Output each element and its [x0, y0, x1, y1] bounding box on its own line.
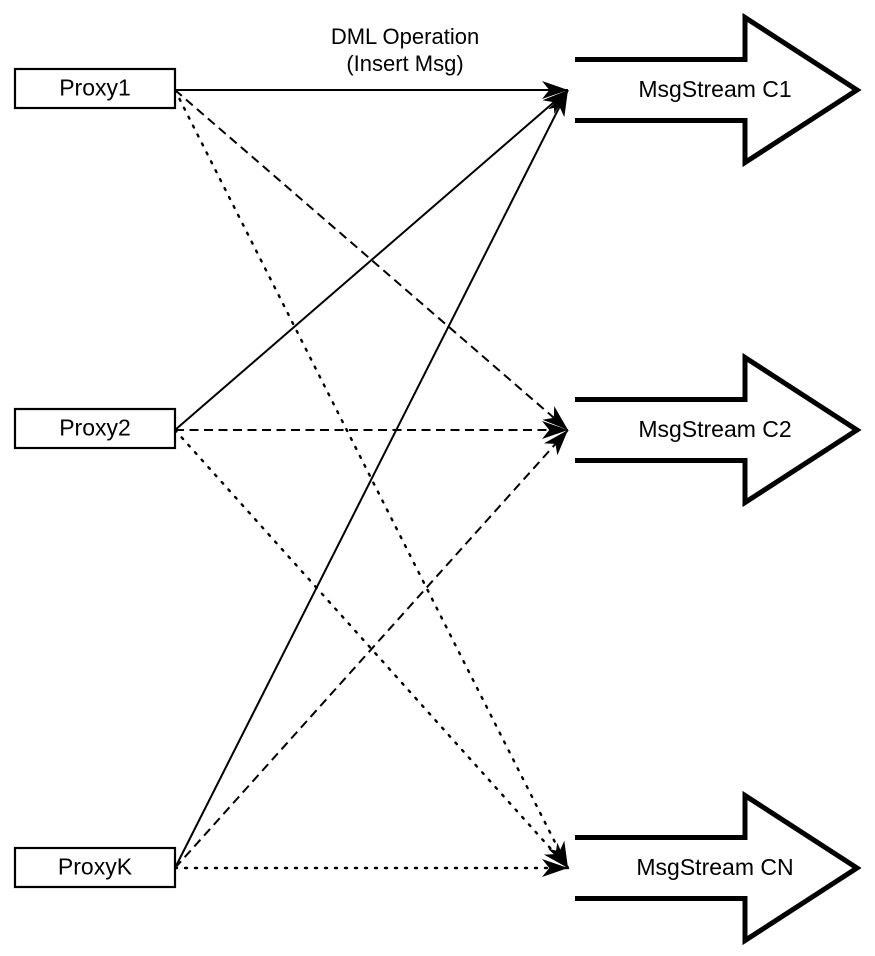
stream-arrow-shape — [575, 352, 862, 508]
stream-arrow-msgstream-c2[interactable]: MsgStream C2 — [575, 352, 862, 508]
proxy-label: Proxy2 — [59, 415, 131, 441]
edge-proxyk-to-msgstream-c1 — [174, 89, 569, 869]
dml-operation-annotation: DML Operation (Insert Msg) — [331, 24, 479, 76]
stream-label: MsgStream C1 — [638, 76, 791, 102]
arrowhead-proxy1-to-msgstream-c1 — [542, 81, 568, 99]
proxy-node-proxyk[interactable]: ProxyK — [13, 846, 177, 889]
arrowhead-proxy2-to-msgstream-c1 — [542, 90, 568, 114]
stream-label: MsgStream CN — [636, 854, 793, 880]
arrowhead-proxyk-to-msgstream-c2 — [543, 430, 568, 456]
arrowhead-proxyk-to-msgstream-c1 — [548, 90, 568, 118]
proxy-box — [13, 846, 177, 889]
edge-proxy2-to-msgstream-cn — [173, 428, 570, 870]
annotation-line-2: (Insert Msg) — [346, 51, 463, 76]
proxy-box — [13, 67, 177, 110]
proxy-node-proxy2[interactable]: Proxy2 — [13, 407, 177, 450]
stream-arrow-msgstream-c1[interactable]: MsgStream C1 — [575, 12, 862, 168]
arrowheads-layer — [542, 81, 568, 877]
stream-label: MsgStream C2 — [638, 416, 791, 442]
edge-proxyk-to-msgstream-c2 — [174, 429, 569, 869]
annotation-line-1: DML Operation — [331, 24, 479, 49]
arrowhead-proxy1-to-msgstream-c2 — [542, 406, 568, 430]
stream-arrow-shape — [575, 790, 862, 946]
edges-layer — [173, 88, 570, 870]
proxy-label: ProxyK — [58, 854, 133, 880]
stream-arrow-msgstream-cn[interactable]: MsgStream CN — [575, 790, 862, 946]
proxy-box — [13, 407, 177, 450]
arrowhead-proxy2-to-msgstream-cn — [543, 842, 568, 868]
stream-arrow-shape — [575, 12, 862, 168]
edge-proxy2-to-msgstream-c1 — [174, 89, 569, 431]
arrowhead-proxy2-to-msgstream-c2 — [542, 421, 568, 439]
proxy-label: Proxy1 — [59, 75, 131, 101]
arrowhead-proxyk-to-msgstream-cn — [542, 859, 568, 877]
proxy-node-proxy1[interactable]: Proxy1 — [13, 67, 177, 110]
streams-layer: MsgStream C1 MsgStream C2 MsgStream CN — [575, 12, 862, 946]
